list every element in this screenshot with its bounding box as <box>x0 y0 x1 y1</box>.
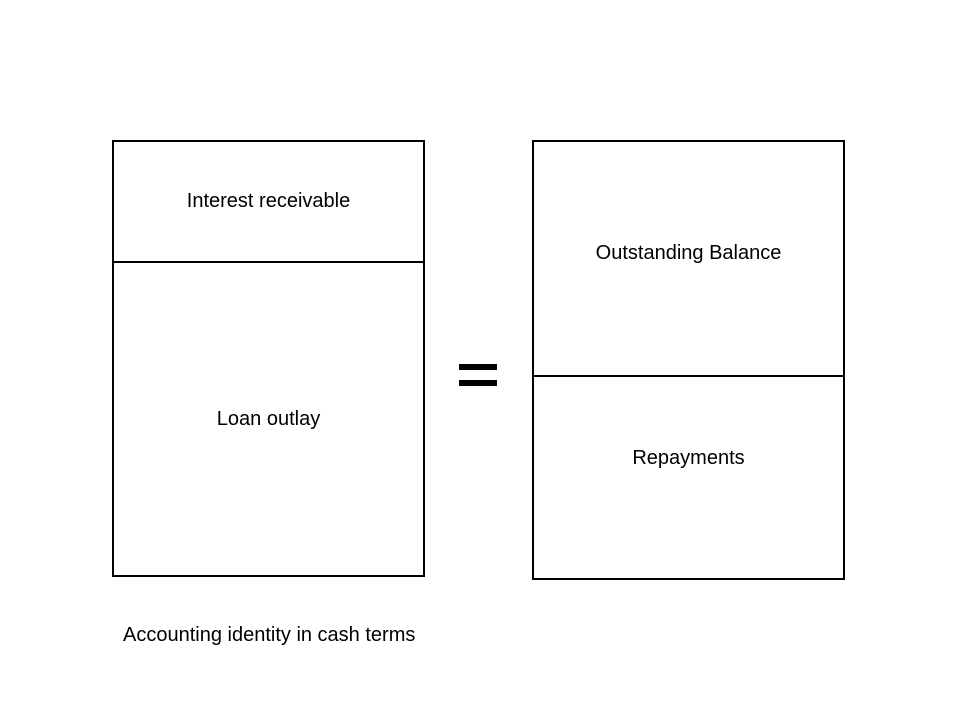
interest-receivable-label: Interest receivable <box>186 190 351 212</box>
right-box: Outstanding Balance Repayments <box>532 140 845 580</box>
loan-outlay-section: Loan outlay <box>114 263 423 575</box>
repayments-label: Repayments <box>632 447 745 469</box>
left-box: Interest receivable Loan outlay <box>112 140 425 577</box>
equals-sign <box>459 364 497 396</box>
loan-outlay-label: Loan outlay <box>216 407 321 430</box>
interest-receivable-section: Interest receivable <box>114 142 423 263</box>
outstanding-balance-label: Outstanding Balance <box>595 242 782 264</box>
caption: Accounting identity in cash terms <box>123 624 416 646</box>
repayments-section: Repayments <box>534 377 843 578</box>
outstanding-balance-section: Outstanding Balance <box>534 142 843 377</box>
